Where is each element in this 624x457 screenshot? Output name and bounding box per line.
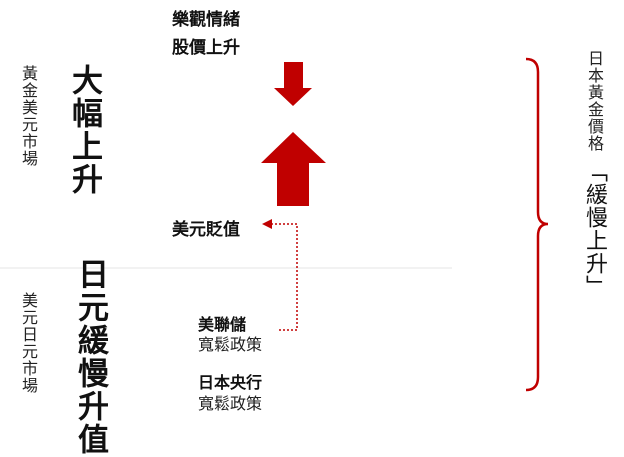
boj-policy-text: 寬鬆政策: [198, 394, 263, 413]
stocks-text: 股價上升: [172, 38, 240, 58]
dotted-connector: [272, 223, 298, 331]
fed-policy-text: 寬鬆政策: [198, 335, 263, 354]
jpy-effect: 日元緩慢升值: [72, 258, 108, 456]
sentiment-text: 樂觀情緒: [172, 10, 240, 30]
right-bracket: [525, 57, 549, 392]
gold-usd-market-label: 黃金美元市場: [19, 65, 38, 167]
up-arrow-icon: [261, 132, 326, 206]
usd-depreciation-text: 美元貶值: [172, 220, 240, 240]
usd-jpy-market-label: 美元日元市場: [19, 292, 38, 394]
gold-usd-effect: 大幅上升: [66, 64, 102, 196]
boj-text: 日本央行: [198, 373, 263, 392]
japan-gold-price-result: 「緩慢上升」: [582, 160, 607, 298]
japan-gold-price-title: 日本黃金價格: [585, 50, 604, 152]
connector-arrowhead-icon: [262, 219, 272, 229]
down-arrow-icon: [274, 62, 312, 106]
fed-text: 美聯儲: [198, 315, 247, 334]
